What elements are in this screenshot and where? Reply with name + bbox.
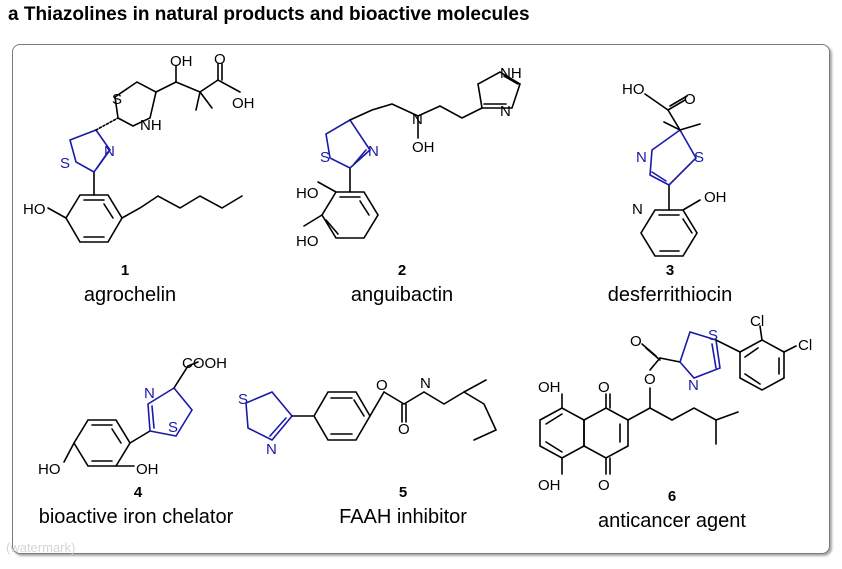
compound-number: 4	[133, 484, 143, 501]
compound-number: 2	[397, 262, 407, 279]
compound-name: agrochelin	[83, 284, 177, 306]
atom-label: N	[500, 103, 511, 120]
compound-panel	[12, 44, 830, 554]
atom-label: O	[644, 371, 656, 388]
atom-label: N	[632, 201, 643, 218]
atom-label: O	[376, 377, 388, 394]
atom-label: N	[688, 377, 699, 394]
atom-label: S	[60, 155, 70, 172]
atom-label: N	[368, 143, 379, 160]
atom-label: OH	[538, 477, 561, 494]
atom-label: N	[420, 375, 431, 392]
atom-label: N	[266, 441, 277, 458]
structure-5	[245, 379, 498, 441]
compound-number: 5	[398, 484, 408, 501]
atom-label: OH	[538, 379, 561, 396]
atom-label: O	[630, 333, 642, 350]
structure-2	[303, 71, 521, 239]
atom-label: HO	[38, 461, 61, 478]
atom-label: N	[144, 385, 155, 402]
atom-label: S	[320, 149, 330, 166]
compound-name: anticancer agent	[598, 510, 746, 532]
figure-title: a Thiazolines in natural products and bi…	[8, 4, 530, 25]
atom-label: O	[684, 91, 696, 108]
atom-label: OH	[232, 95, 255, 112]
atom-label: HO	[622, 81, 645, 98]
atom-label: N	[412, 111, 423, 128]
atom-label: O	[398, 421, 410, 438]
compound-name: FAAH inhibitor	[339, 506, 467, 528]
compound-number: 6	[667, 488, 677, 505]
structure-4	[63, 361, 199, 467]
atom-label: S	[708, 327, 718, 344]
compound-name: anguibactin	[350, 284, 454, 306]
atom-label: Cl	[750, 313, 764, 330]
atom-label: HO	[23, 201, 46, 218]
compound-number: 3	[665, 262, 675, 279]
atom-label: OH	[136, 461, 159, 478]
atom-label: COOH	[182, 355, 227, 372]
atom-label: S	[238, 391, 248, 408]
atom-label: HO	[296, 185, 319, 202]
atom-label: OH	[412, 139, 435, 156]
atom-label: S	[694, 149, 704, 166]
atom-label: OH	[170, 53, 193, 70]
structure-1	[47, 63, 243, 243]
atom-label: O	[598, 477, 610, 494]
atom-label: N	[104, 143, 115, 160]
atom-label: S	[112, 91, 122, 108]
structure-3	[640, 93, 701, 257]
atom-label: O	[214, 51, 226, 68]
atom-label: NH	[140, 117, 162, 134]
atom-label: HO	[296, 233, 319, 250]
compound-name: bioactive iron chelator	[38, 506, 234, 528]
atom-label: OH	[704, 189, 727, 206]
atom-label: Cl	[798, 337, 812, 354]
watermark: (watermark)	[6, 540, 76, 555]
atom-label: O	[598, 379, 610, 396]
atom-label: S	[168, 419, 178, 436]
compound-number: 1	[120, 262, 130, 279]
structure-6	[539, 325, 797, 475]
compound-name: desferrithiocin	[607, 284, 733, 306]
atom-label: N	[636, 149, 647, 166]
atom-label: NH	[500, 65, 522, 82]
